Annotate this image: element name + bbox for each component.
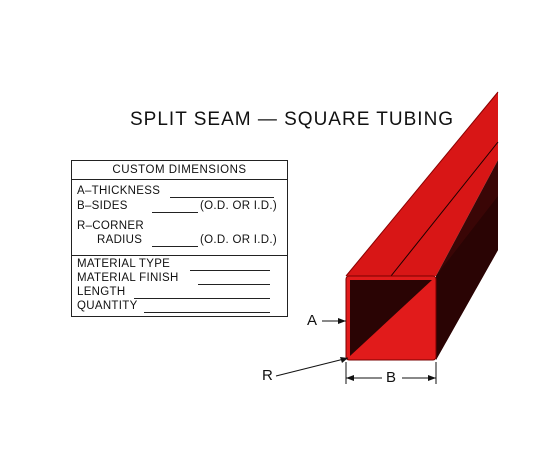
tube-side-shadow xyxy=(436,196,498,360)
length-label: LENGTH xyxy=(77,286,126,298)
label-r: R xyxy=(262,367,273,384)
label-b: B xyxy=(386,369,397,386)
table-separator xyxy=(72,255,287,256)
tube-front-outline xyxy=(345,275,437,361)
material-type-blank xyxy=(190,270,270,271)
sides-label: B–SIDES xyxy=(77,200,128,212)
thickness-blank xyxy=(170,197,274,198)
diagram-title: SPLIT SEAM — SQUARE TUBING xyxy=(130,109,455,130)
quantity-label: QUANTITY xyxy=(77,300,138,312)
custom-dimensions-table: CUSTOM DIMENSIONS A–THICKNESS B–SIDES (O… xyxy=(71,160,288,317)
sides-blank xyxy=(152,212,198,213)
material-finish-label: MATERIAL FINISH xyxy=(77,272,179,284)
tube-front-interior xyxy=(350,280,432,356)
material-finish-blank xyxy=(198,284,270,285)
r-leader-line xyxy=(275,357,349,377)
length-blank xyxy=(134,298,270,299)
radius-blank xyxy=(152,246,198,247)
table-header: CUSTOM DIMENSIONS xyxy=(72,161,287,180)
thickness-label: A–THICKNESS xyxy=(77,185,161,197)
material-type-label: MATERIAL TYPE xyxy=(77,258,171,270)
sides-suffix: (O.D. OR I.D.) xyxy=(200,200,278,212)
r-arrowhead xyxy=(340,357,348,363)
quantity-blank xyxy=(144,312,270,313)
split-seam-line xyxy=(390,141,499,277)
a-arrowhead xyxy=(338,318,346,324)
b-arrowhead-right xyxy=(428,375,436,381)
corner-label: R–CORNER xyxy=(77,220,144,232)
label-a: A xyxy=(307,312,318,329)
top-edge-line xyxy=(345,91,499,277)
b-arrowhead-left xyxy=(346,375,354,381)
radius-suffix: (O.D. OR I.D.) xyxy=(200,234,278,246)
radius-label: RADIUS xyxy=(97,234,143,246)
